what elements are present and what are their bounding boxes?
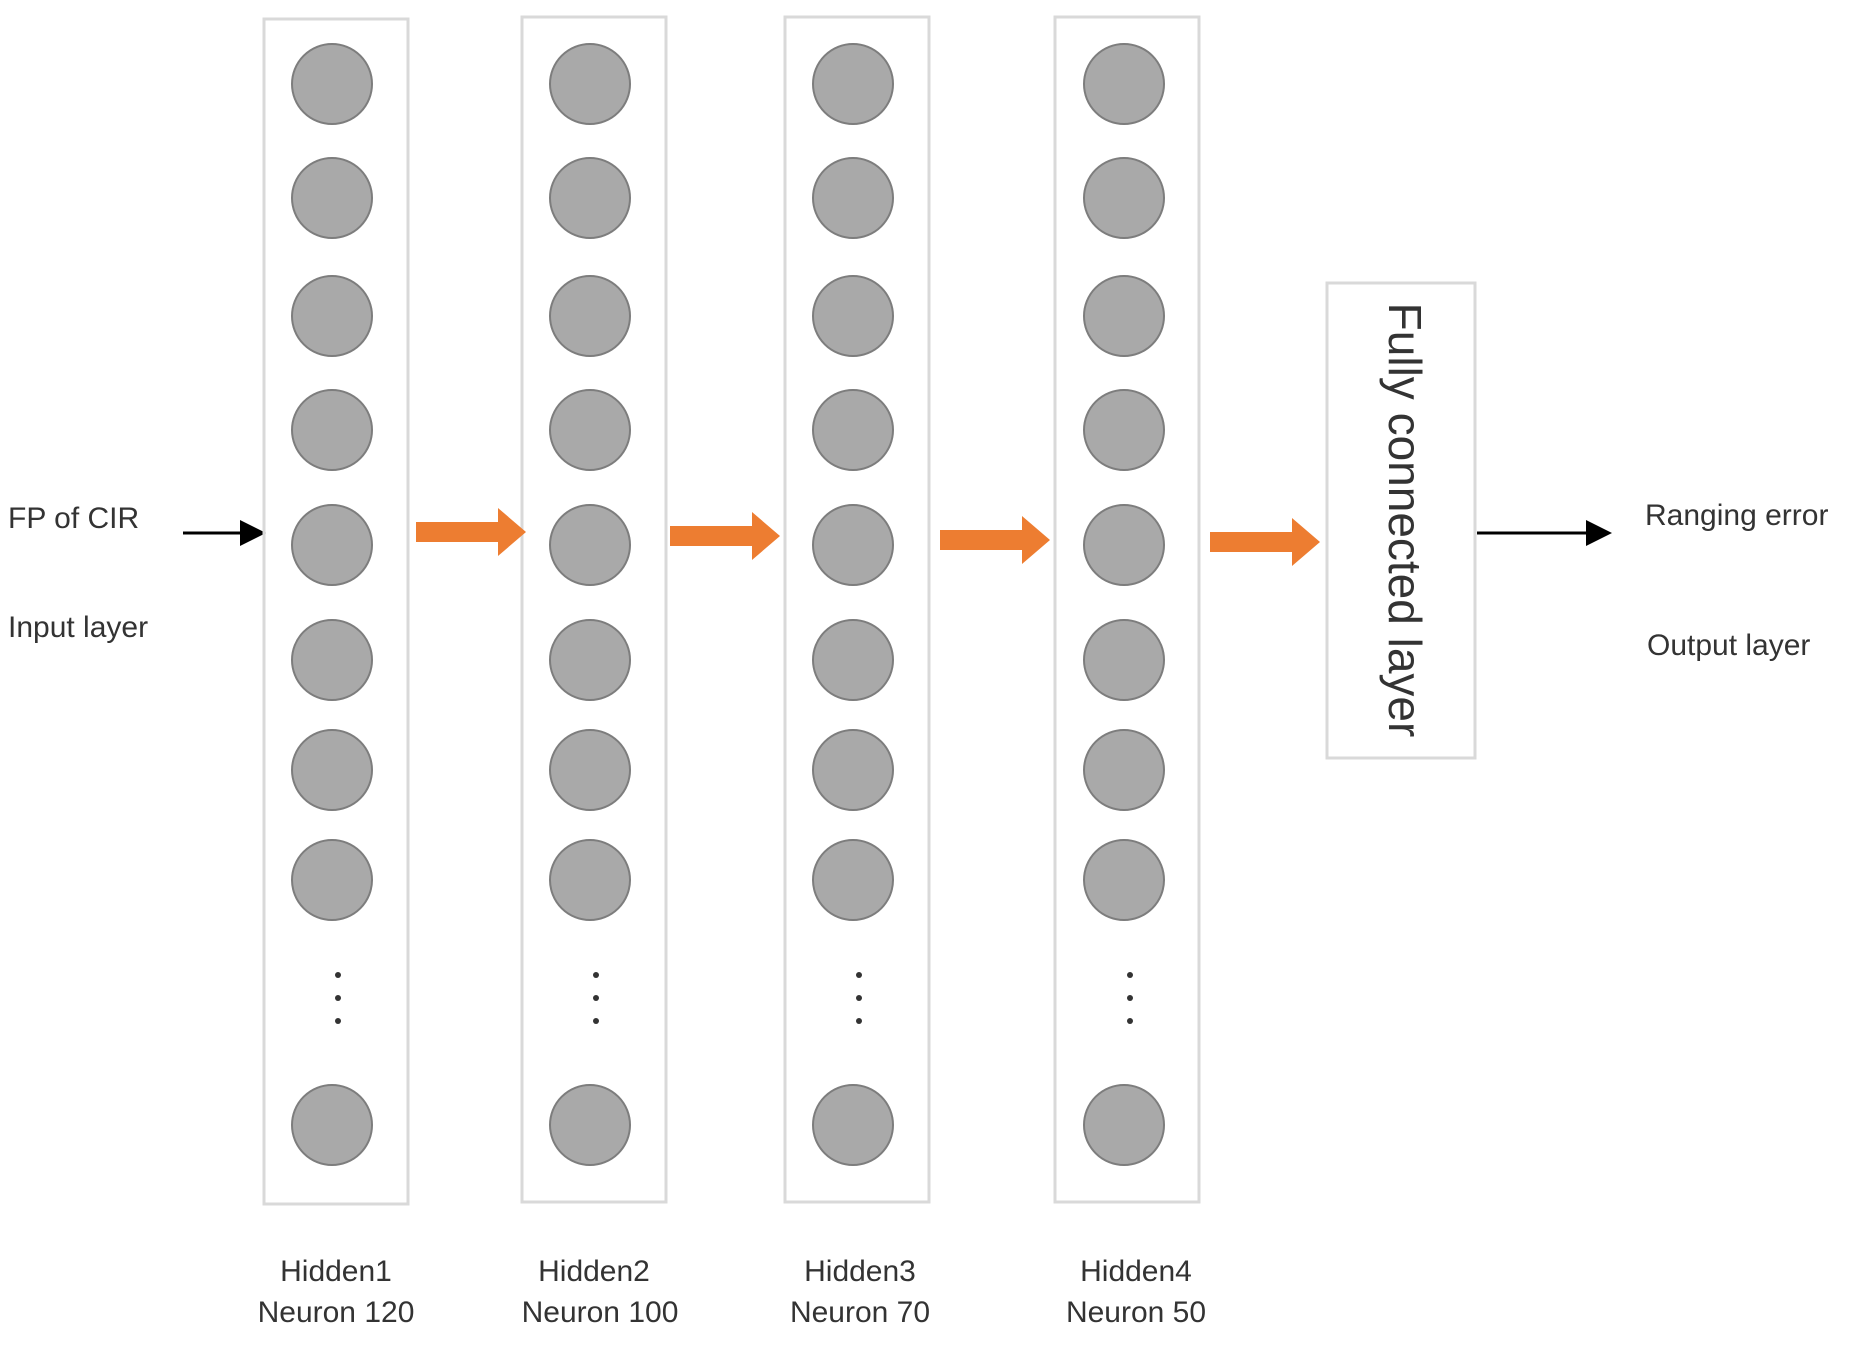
neuron-node bbox=[291, 275, 373, 357]
flow-arrow-1 bbox=[416, 508, 526, 556]
neuron-node bbox=[1083, 1084, 1165, 1166]
neuron-node bbox=[549, 43, 631, 125]
neuron-node bbox=[1083, 729, 1165, 811]
neuron-node bbox=[1083, 157, 1165, 239]
neuron-node bbox=[291, 157, 373, 239]
hidden-layer-4-box bbox=[1053, 15, 1201, 1204]
neuron-node bbox=[549, 619, 631, 701]
ellipsis-dot bbox=[856, 1018, 862, 1024]
hidden-layer-3-box bbox=[783, 15, 931, 1204]
neuron-node bbox=[1083, 619, 1165, 701]
neuron-nodes bbox=[291, 43, 1165, 1166]
neuron-node bbox=[812, 839, 894, 921]
neuron-node bbox=[549, 275, 631, 357]
output-target-label: Ranging error bbox=[1645, 499, 1828, 532]
ellipsis-dot bbox=[1127, 972, 1133, 978]
neuron-node bbox=[812, 157, 894, 239]
fully-connected-label: Fully connected layer bbox=[1379, 303, 1431, 738]
neuron-node bbox=[549, 389, 631, 471]
flow-arrow-3 bbox=[940, 516, 1050, 564]
input-feature-label: FP of CIR bbox=[8, 502, 139, 535]
neuron-node bbox=[291, 389, 373, 471]
input-layer-label: Input layer bbox=[8, 611, 148, 644]
hidden-layer-1-box bbox=[262, 17, 410, 1206]
flow-arrow-4 bbox=[1210, 518, 1320, 566]
ellipsis-dots bbox=[335, 972, 1133, 1024]
ellipsis-dot bbox=[856, 972, 862, 978]
neuron-node bbox=[291, 729, 373, 811]
input-arrow bbox=[183, 520, 266, 546]
neuron-node bbox=[812, 275, 894, 357]
neuron-node bbox=[812, 504, 894, 586]
neuron-node bbox=[549, 729, 631, 811]
hidden-layer-3-neurons: Neuron 70 bbox=[790, 1296, 930, 1329]
neuron-node bbox=[549, 157, 631, 239]
neuron-node bbox=[812, 619, 894, 701]
neuron-node bbox=[1083, 839, 1165, 921]
neuron-node bbox=[549, 504, 631, 586]
neuron-node bbox=[291, 1084, 373, 1166]
fully-connected-box bbox=[1325, 281, 1477, 760]
hidden-layer-2-neurons: Neuron 100 bbox=[522, 1296, 679, 1329]
ellipsis-dot bbox=[1127, 1018, 1133, 1024]
neuron-node bbox=[1083, 275, 1165, 357]
neuron-node bbox=[291, 839, 373, 921]
ellipsis-dot bbox=[593, 995, 599, 1001]
flow-arrow-2 bbox=[670, 512, 780, 560]
neuron-node bbox=[291, 43, 373, 125]
neuron-node bbox=[1083, 389, 1165, 471]
neuron-node bbox=[812, 729, 894, 811]
ellipsis-dot bbox=[593, 1018, 599, 1024]
neuron-node bbox=[812, 1084, 894, 1166]
ellipsis-dot bbox=[335, 995, 341, 1001]
hidden-layer-1-neurons: Neuron 120 bbox=[258, 1296, 415, 1329]
hidden-layer-4-name: Hidden4 bbox=[1080, 1255, 1192, 1288]
ellipsis-dot bbox=[856, 995, 862, 1001]
hidden-layer-3-name: Hidden3 bbox=[804, 1255, 916, 1288]
hidden-layer-4-neurons: Neuron 50 bbox=[1066, 1296, 1206, 1329]
hidden-layer-1-name: Hidden1 bbox=[280, 1255, 392, 1288]
neuron-node bbox=[1083, 504, 1165, 586]
neuron-node bbox=[812, 389, 894, 471]
neuron-node bbox=[291, 504, 373, 586]
output-arrow bbox=[1477, 520, 1612, 546]
neuron-node bbox=[291, 619, 373, 701]
neuron-node bbox=[549, 839, 631, 921]
ellipsis-dot bbox=[1127, 995, 1133, 1001]
hidden-layer-2-name: Hidden2 bbox=[538, 1255, 650, 1288]
ellipsis-dot bbox=[335, 1018, 341, 1024]
hidden-layer-2-box bbox=[520, 15, 668, 1204]
ellipsis-dot bbox=[335, 972, 341, 978]
ellipsis-dot bbox=[593, 972, 599, 978]
neuron-node bbox=[1083, 43, 1165, 125]
output-layer-label: Output layer bbox=[1647, 629, 1810, 662]
neuron-node bbox=[812, 43, 894, 125]
neuron-node bbox=[549, 1084, 631, 1166]
